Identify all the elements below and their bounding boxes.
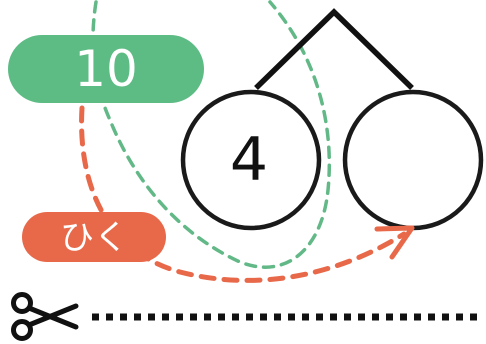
- right-part-circle[interactable]: [342, 89, 484, 231]
- orange-arrow-head: [374, 225, 415, 260]
- bond-branch-lines: [254, 8, 414, 90]
- total-value: 10: [74, 40, 138, 98]
- total-pill: [8, 35, 204, 103]
- left-part-circle: [180, 89, 322, 231]
- scissors-icon: [11, 292, 79, 341]
- operation-pill: [22, 212, 166, 262]
- operation-label: ひく: [60, 218, 128, 258]
- left-part-value: 4: [230, 125, 268, 195]
- orange-dashed-arrow: [79, 105, 407, 283]
